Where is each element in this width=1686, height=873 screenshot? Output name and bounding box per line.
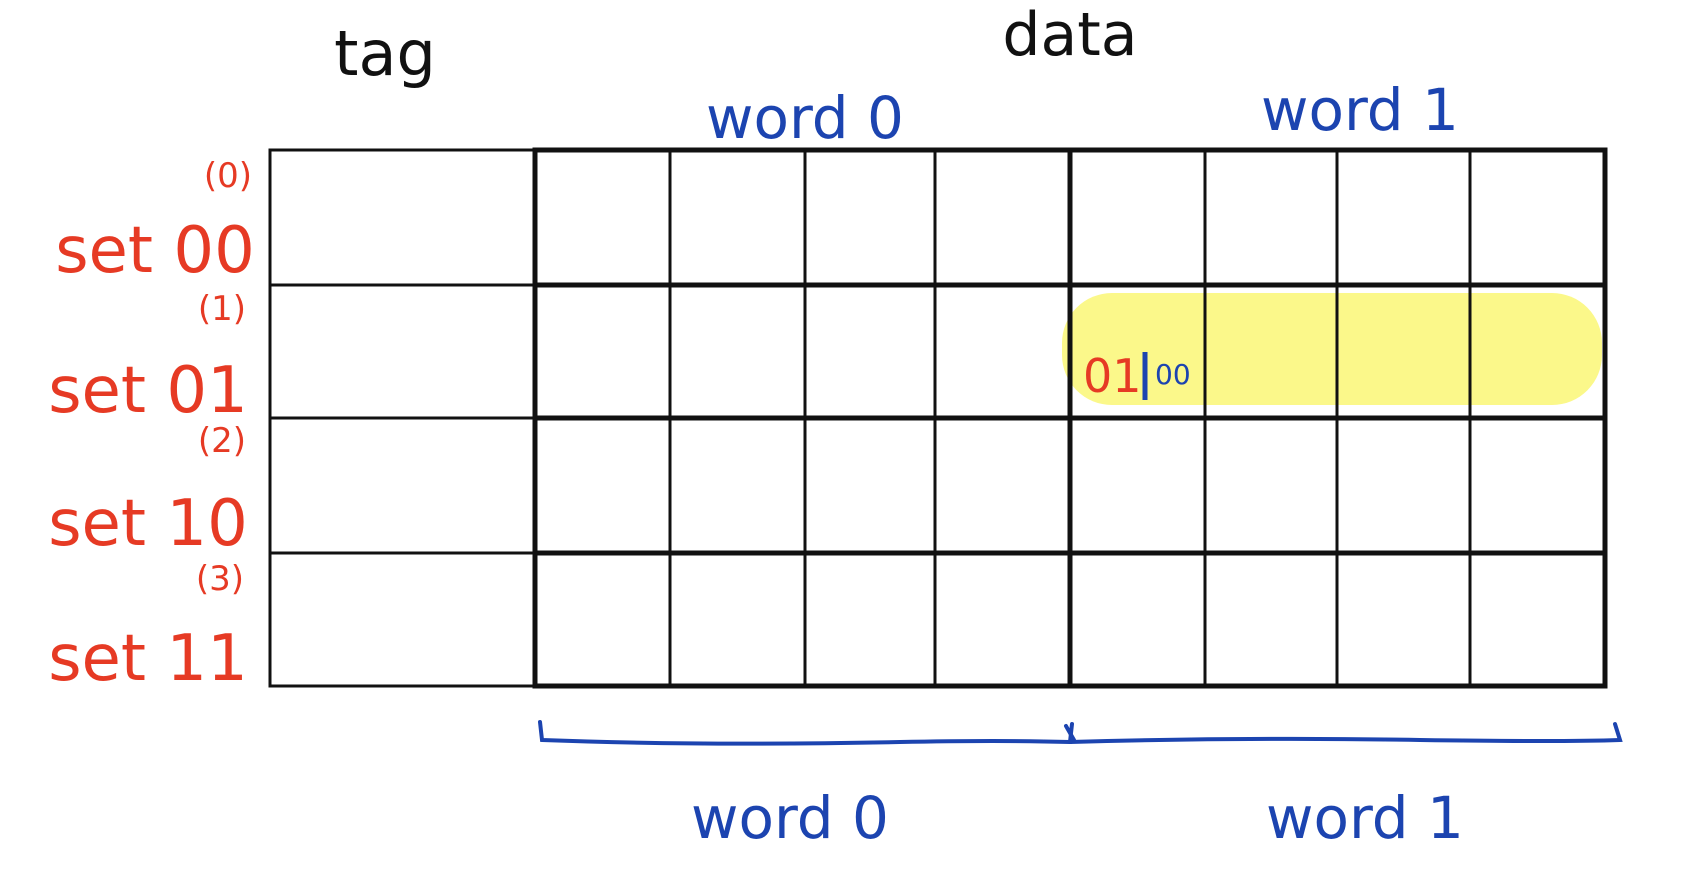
word1-top-label: word 1	[1261, 76, 1459, 144]
set-label: set 11	[48, 622, 248, 696]
highlight-band	[1062, 293, 1602, 405]
word0-top-label: word 0	[706, 84, 904, 152]
set-index-label: (2)	[198, 421, 246, 461]
set-label: set 10	[48, 487, 248, 561]
word0-bottom-label: word 0	[691, 784, 889, 852]
word-braces	[538, 720, 1623, 746]
data-grid	[532, 147, 1608, 689]
set-index-label: (1)	[198, 289, 246, 329]
set-bits-text: 01	[1083, 349, 1142, 403]
data-header: data	[1002, 0, 1137, 70]
set-index-label: (3)	[196, 559, 244, 599]
offset-bits-text: 00	[1155, 358, 1191, 391]
word0-brace	[538, 720, 1074, 746]
set-index-label: (0)	[204, 156, 252, 196]
set-label: set 00	[55, 214, 255, 288]
word1-brace	[1068, 722, 1623, 744]
set-label: set 01	[48, 354, 248, 428]
tag-header: tag	[334, 17, 436, 90]
address-annotation: 01 00	[1083, 349, 1191, 403]
set-labels: (0) set 00 (1) set 01 (2) set 10 (3) set…	[48, 156, 255, 696]
word1-bottom-label: word 1	[1266, 784, 1464, 852]
tag-column	[268, 148, 537, 688]
